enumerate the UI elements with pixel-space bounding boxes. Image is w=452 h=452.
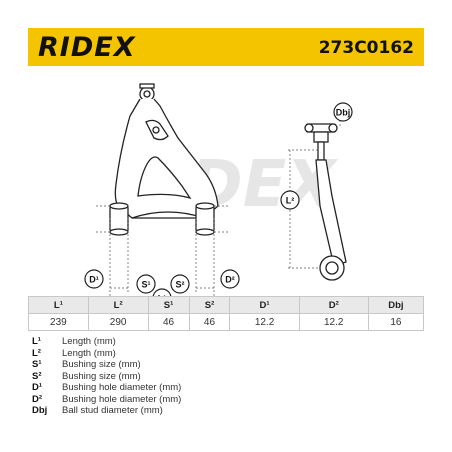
spec-table: L¹ L² S¹ S² D¹ D² Dbj 239 290 46 46 12.2… xyxy=(28,296,425,331)
legend-desc: Bushing size (mm) xyxy=(62,359,141,370)
spec-value-dbj: 16 xyxy=(367,313,425,331)
spec-header-s1: S¹ xyxy=(147,296,190,314)
legend-item: S¹ Bushing size (mm) xyxy=(32,359,422,371)
legend-key: S² xyxy=(32,370,42,382)
legend-item: L¹ Length (mm) xyxy=(32,336,422,348)
svg-text:L²: L² xyxy=(286,196,295,206)
label-d1: D¹ xyxy=(84,269,104,289)
legend-desc: Bushing hole diameter (mm) xyxy=(62,393,182,405)
spec-header-l2: L² xyxy=(87,296,149,314)
spec-header-d2: D² xyxy=(298,296,369,314)
label-dbj: Dbj xyxy=(333,102,353,122)
spec-value-d1: 12.2 xyxy=(229,313,300,331)
svg-text:D²: D² xyxy=(225,275,235,285)
header-bar: RIDEX 273C0162 xyxy=(28,28,424,66)
legend-item: D¹ Bushing hole diameter (mm) xyxy=(32,382,422,394)
legend-key: L¹ xyxy=(32,336,41,347)
spec-header-row: L¹ L² S¹ S² D¹ D² Dbj xyxy=(28,296,425,314)
arm-front-view xyxy=(114,83,219,219)
spec-value-l2: 290 xyxy=(87,313,149,331)
legend-key: L² xyxy=(32,347,41,359)
control-arm-drawing: RIDEX xyxy=(84,83,353,308)
legend-item: Dbj Ball stud diameter (mm) xyxy=(32,405,422,417)
label-s1: S¹ xyxy=(136,274,156,294)
spec-value-d2: 12.2 xyxy=(298,313,369,331)
arm-side-view xyxy=(304,123,347,281)
legend-desc: Bushing size (mm) xyxy=(62,370,141,382)
legend-desc: Ball stud diameter (mm) xyxy=(62,405,163,416)
legend-key: S¹ xyxy=(32,359,42,370)
brand-logo: RIDEX xyxy=(38,32,136,63)
bushing-right xyxy=(195,202,215,236)
legend-key: Dbj xyxy=(32,405,48,416)
label-d2: D² xyxy=(220,269,240,289)
label-s2: S² xyxy=(170,274,190,294)
product-card: RIDEX 273C0162 RIDEX xyxy=(28,28,425,424)
spec-value-s2: 46 xyxy=(188,313,231,331)
svg-text:Dbj: Dbj xyxy=(336,108,351,118)
legend-key: D² xyxy=(32,393,43,405)
spec-header-s2: S² xyxy=(188,296,231,314)
legend-desc: Bushing hole diameter (mm) xyxy=(62,382,182,393)
svg-text:D¹: D¹ xyxy=(89,275,99,285)
spec-header-dbj: Dbj xyxy=(367,296,425,314)
legend-list: L¹ Length (mm) L² Length (mm) S¹ Bushing… xyxy=(32,336,422,417)
dimension-lines-side xyxy=(288,120,341,269)
legend-key: D¹ xyxy=(32,382,43,393)
legend-item: D² Bushing hole diameter (mm) xyxy=(32,394,422,406)
spec-value-s1: 46 xyxy=(147,313,190,331)
legend-item: L² Length (mm) xyxy=(32,348,422,360)
bushing-left xyxy=(109,202,129,236)
svg-text:S²: S² xyxy=(176,280,185,290)
label-l2: L² xyxy=(280,190,300,210)
spec-header-l1: L¹ xyxy=(28,296,89,314)
spec-header-d1: D¹ xyxy=(229,296,300,314)
legend-desc: Length (mm) xyxy=(62,347,116,359)
legend-item: S² Bushing size (mm) xyxy=(32,371,422,383)
svg-text:S¹: S¹ xyxy=(142,280,151,290)
spec-value-l1: 239 xyxy=(28,313,89,331)
spec-value-row: 239 290 46 46 12.2 12.2 16 xyxy=(28,313,425,331)
legend-desc: Length (mm) xyxy=(62,336,116,347)
part-number: 273C0162 xyxy=(318,38,414,58)
